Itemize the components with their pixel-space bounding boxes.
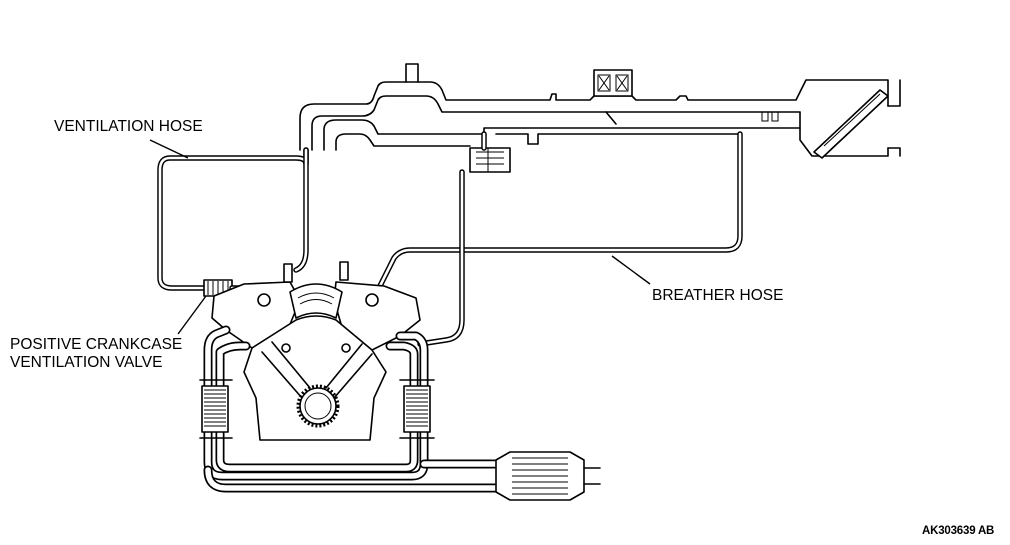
engine-block (211, 261, 421, 441)
pcv-valve-label-line2: VENTILATION VALVE (10, 354, 163, 371)
exhaust-system (199, 325, 601, 501)
intake-passage (323, 119, 801, 173)
pcv-valve-label-line1: POSITIVE CRANKCASE (10, 336, 183, 353)
ventilation-hose-leader (149, 139, 189, 159)
air-cleaner (761, 79, 901, 159)
pcv-valve-leader (177, 295, 207, 335)
ventilation-hose-label: VENTILATION HOSE (54, 118, 203, 135)
breather-hose-label: BREATHER HOSE (652, 287, 784, 304)
breather-hose-leader (611, 255, 651, 285)
reference-code: AK303639 AB (922, 525, 995, 537)
air-intake-duct (299, 63, 889, 151)
ventilation-hose (157, 147, 309, 291)
breather-hose (375, 131, 743, 347)
